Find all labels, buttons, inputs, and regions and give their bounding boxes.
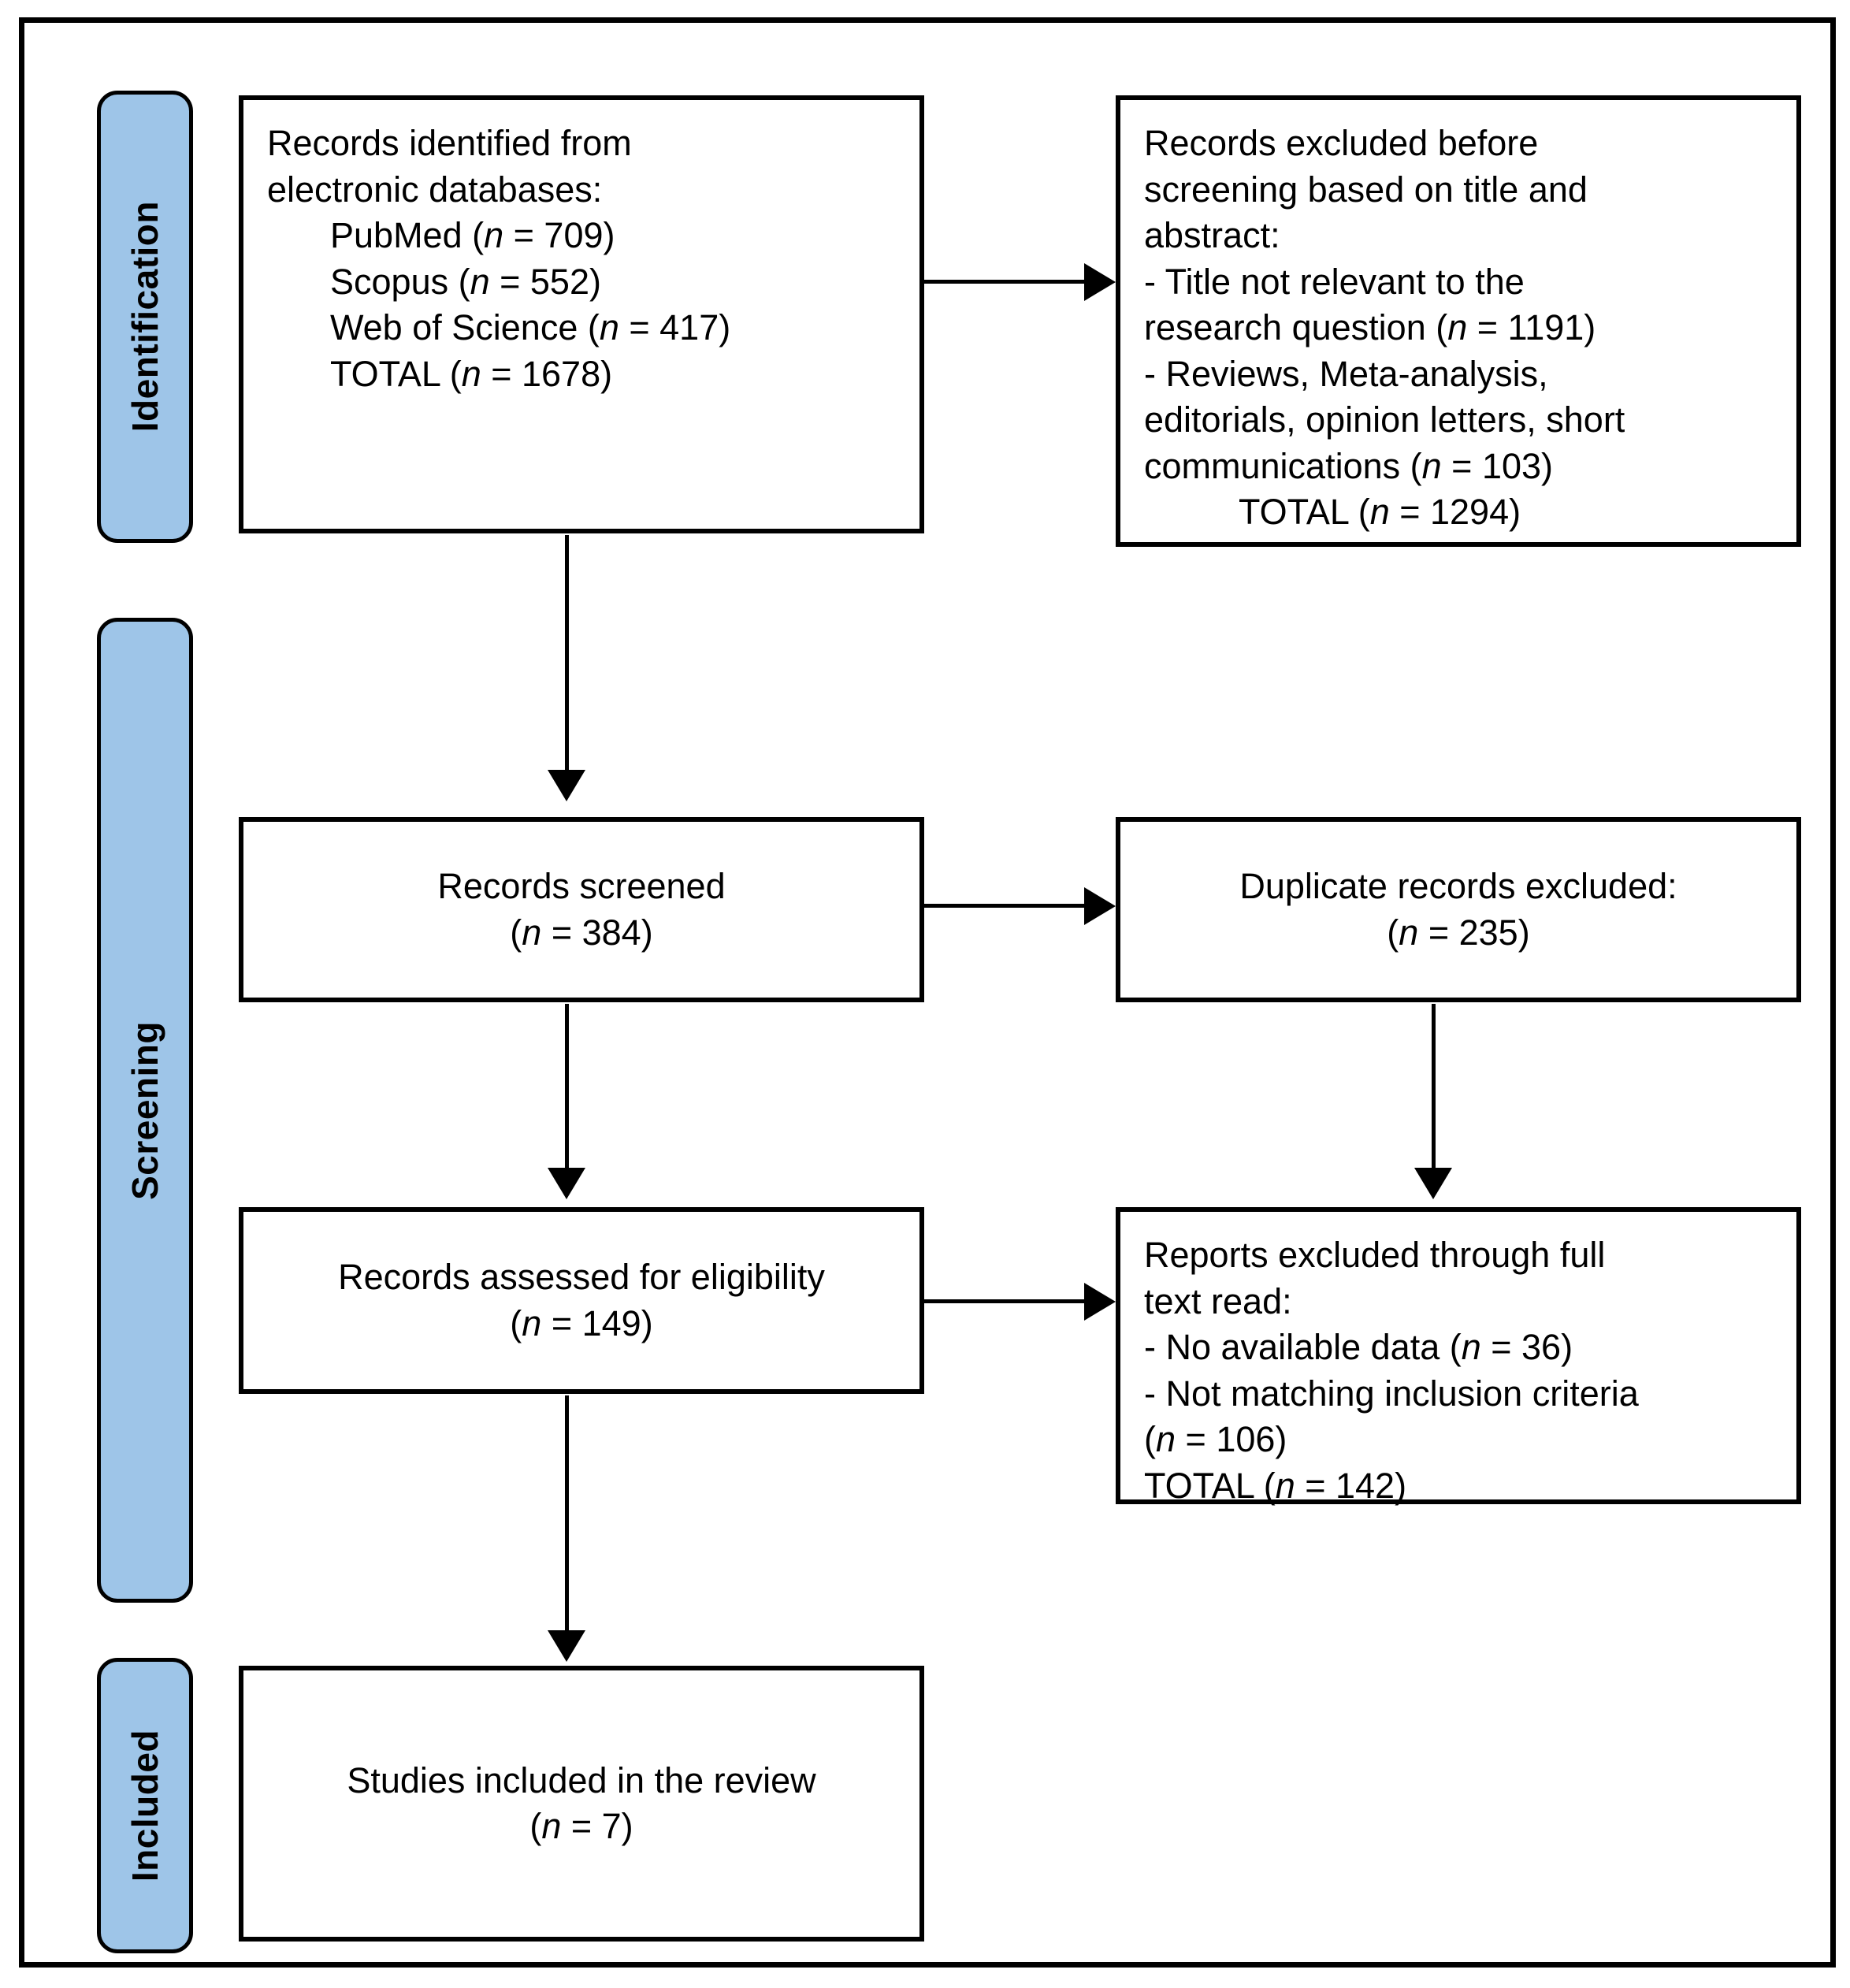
- box-excluded-research-question-count: research question (n = 1191): [1144, 307, 1596, 347]
- n-symbol: n: [470, 261, 490, 302]
- box-eligibility-title: Records assessed for eligibility: [338, 1257, 825, 1297]
- connector-identified-to-excluded-line: [924, 280, 1088, 284]
- connector-identified-to-screened-line: [565, 535, 569, 771]
- connector-duplicates-to-fulltext-line: [1432, 1004, 1436, 1169]
- n-symbol: n: [541, 1806, 562, 1846]
- stage-label-included: Included: [124, 1729, 165, 1882]
- connector-eligibility-to-fulltext-arrowhead: [1084, 1283, 1116, 1321]
- connector-identified-to-excluded-arrowhead: [1084, 263, 1116, 301]
- connector-eligibility-to-fulltext-line: [924, 1299, 1088, 1303]
- n-symbol: n: [1156, 1419, 1176, 1459]
- n-symbol: n: [1447, 307, 1468, 347]
- box-fulltext-no-data: - No available data (n = 36): [1144, 1327, 1573, 1367]
- box-excluded-reviews: - Reviews, Meta-analysis,: [1144, 353, 1548, 394]
- box-duplicates-count: (n = 235): [1387, 912, 1530, 953]
- n-symbol: n: [1421, 445, 1442, 486]
- stage-bar-included: Included: [97, 1658, 193, 1953]
- box-records-identified: Records identified from electronic datab…: [239, 95, 924, 533]
- n-symbol: n: [599, 307, 619, 347]
- n-symbol: n: [1399, 912, 1419, 953]
- connector-screened-to-duplicates-line: [924, 904, 1088, 908]
- box-excluded-title-not-relevant: - Title not relevant to the: [1144, 261, 1525, 302]
- connector-screened-to-eligibility-arrowhead: [548, 1168, 585, 1199]
- n-symbol: n: [484, 215, 504, 255]
- box-fulltext-total: TOTAL (n = 142): [1144, 1465, 1407, 1506]
- box-excluded-line-3: abstract:: [1144, 215, 1280, 255]
- box-records-assessed-eligibility: Records assessed for eligibility (n = 14…: [239, 1207, 924, 1394]
- n-symbol: n: [522, 1302, 542, 1343]
- box-records-screened-title: Records screened: [437, 866, 726, 906]
- box-records-excluded-before-screening: Records excluded before screening based …: [1116, 95, 1801, 547]
- connector-screened-to-duplicates-arrowhead: [1084, 887, 1116, 925]
- connector-eligibility-to-included-arrowhead: [548, 1630, 585, 1662]
- box-records-screened: Records screened (n = 384): [239, 817, 924, 1002]
- n-symbol: n: [522, 912, 542, 953]
- box-records-screened-count: (n = 384): [510, 912, 653, 953]
- stage-bar-screening: Screening: [97, 618, 193, 1603]
- stage-label-screening: Screening: [124, 1020, 165, 1200]
- box-records-identified-pubmed: PubMed (n = 709): [330, 215, 615, 255]
- box-records-identified-scopus: Scopus (n = 552): [330, 261, 601, 302]
- stage-label-identification: Identification: [124, 201, 165, 433]
- box-excluded-line-1: Records excluded before: [1144, 123, 1539, 163]
- box-excluded-editorials: editorials, opinion letters, short: [1144, 399, 1625, 440]
- connector-eligibility-to-included-line: [565, 1395, 569, 1632]
- box-records-identified-line-1: Records identified from: [267, 123, 632, 163]
- box-fulltext-not-matching: - Not matching inclusion criteria: [1144, 1373, 1639, 1414]
- box-records-identified-wos: Web of Science (n = 417): [330, 307, 731, 347]
- box-included-count: (n = 7): [529, 1806, 633, 1846]
- connector-identified-to-screened-arrowhead: [548, 770, 585, 801]
- diagram-outer-frame: Identification Screening Included Record…: [19, 17, 1836, 1968]
- n-symbol: n: [1275, 1465, 1295, 1506]
- box-fulltext-line-2: text read:: [1144, 1280, 1292, 1321]
- n-symbol: n: [1461, 1327, 1481, 1367]
- box-excluded-total: TOTAL (n = 1294): [1239, 492, 1521, 532]
- box-excluded-line-2: screening based on title and: [1144, 169, 1588, 210]
- box-duplicate-records-excluded: Duplicate records excluded: (n = 235): [1116, 817, 1801, 1002]
- box-studies-included: Studies included in the review (n = 7): [239, 1666, 924, 1942]
- box-duplicates-title: Duplicate records excluded:: [1239, 866, 1677, 906]
- box-included-title: Studies included in the review: [347, 1759, 816, 1800]
- box-fulltext-not-matching-count: (n = 106): [1144, 1419, 1287, 1459]
- stage-bar-identification: Identification: [97, 91, 193, 543]
- box-records-identified-total: TOTAL (n = 1678): [330, 353, 613, 394]
- box-eligibility-count: (n = 149): [510, 1302, 653, 1343]
- box-reports-excluded-fulltext: Reports excluded through full text read:…: [1116, 1207, 1801, 1506]
- box-excluded-communications-count: communications (n = 103): [1144, 445, 1554, 486]
- n-symbol: n: [1369, 492, 1390, 532]
- connector-screened-to-eligibility-line: [565, 1004, 569, 1169]
- box-fulltext-line-1: Reports excluded through full: [1144, 1235, 1606, 1275]
- box-records-identified-line-2: electronic databases:: [267, 169, 603, 210]
- connector-duplicates-to-fulltext-arrowhead: [1414, 1168, 1452, 1199]
- n-symbol: n: [461, 353, 481, 394]
